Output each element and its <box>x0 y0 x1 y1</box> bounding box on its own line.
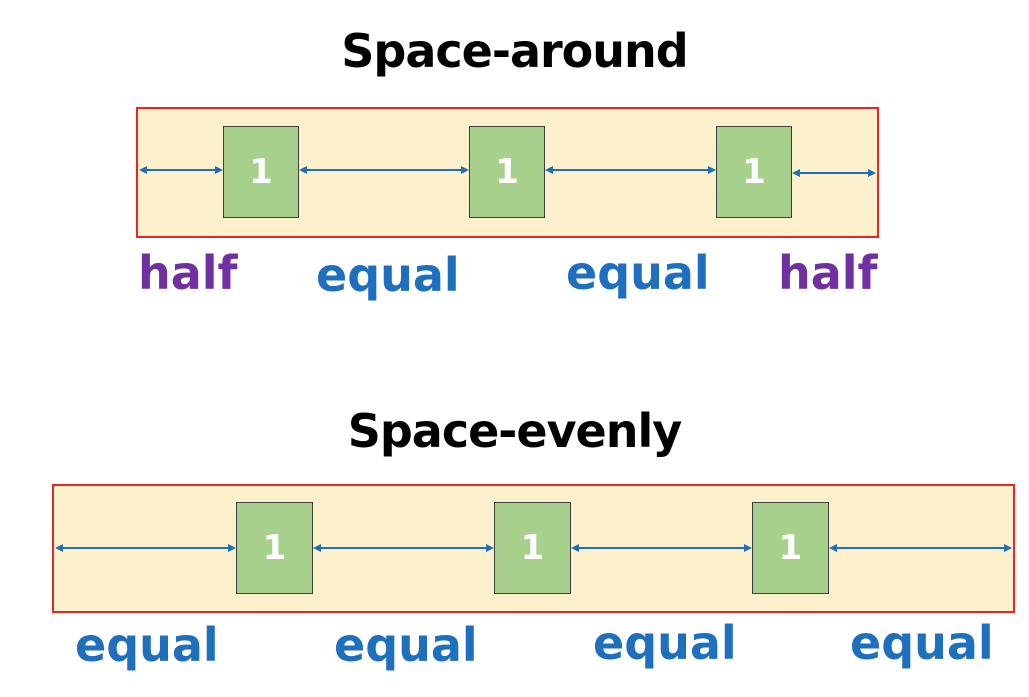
space-evenly-title: Space-evenly <box>347 404 683 458</box>
half-space-label: half <box>138 246 238 300</box>
equal-space-label: equal <box>566 246 710 300</box>
double-headed-arrow-icon <box>55 543 236 553</box>
equal-space-label: equal <box>334 618 478 672</box>
double-headed-arrow-icon <box>313 543 494 553</box>
double-headed-arrow-icon <box>829 543 1012 553</box>
double-headed-arrow-icon <box>139 165 223 175</box>
equal-space-label: equal <box>75 618 219 672</box>
space-around-item-3: 1 <box>716 126 792 218</box>
equal-space-label: equal <box>593 616 737 670</box>
double-headed-arrow-icon <box>545 165 716 175</box>
double-headed-arrow-icon <box>792 168 876 178</box>
space-around-item-1: 1 <box>223 126 299 218</box>
space-evenly-item-3: 1 <box>752 502 829 594</box>
equal-space-label: equal <box>850 616 994 670</box>
space-around-title: Space-around <box>341 24 688 78</box>
double-headed-arrow-icon <box>299 165 469 175</box>
half-space-label: half <box>778 246 878 300</box>
equal-space-label: equal <box>316 248 460 302</box>
space-evenly-item-1: 1 <box>236 502 313 594</box>
space-evenly-item-2: 1 <box>494 502 571 594</box>
double-headed-arrow-icon <box>571 543 752 553</box>
space-around-item-2: 1 <box>469 126 545 218</box>
